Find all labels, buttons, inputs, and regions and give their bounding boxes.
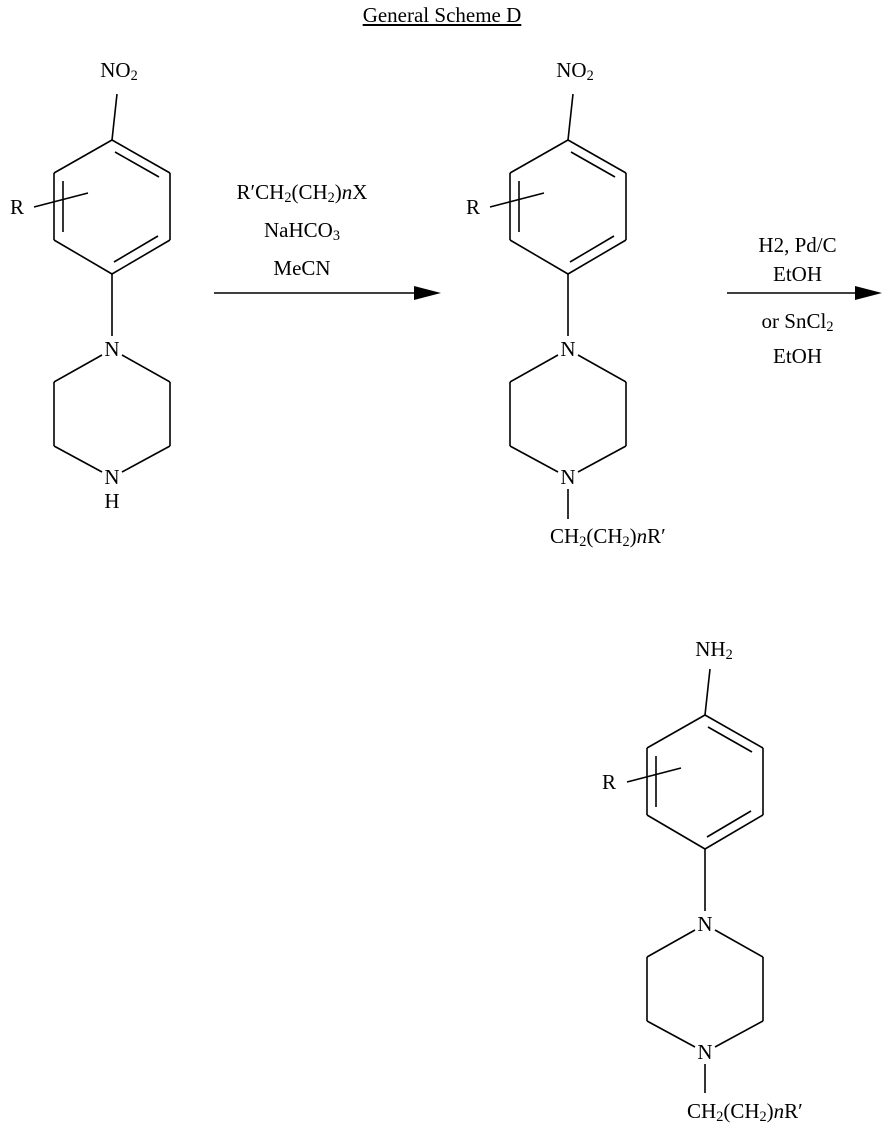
double-bond: [707, 726, 753, 753]
bond: [121, 445, 171, 473]
s1-nitro-group-label: NO2: [100, 58, 138, 85]
bond: [53, 354, 103, 383]
bond: [704, 814, 764, 850]
step2-reagents-below: or SnCl2 EtOH: [725, 307, 870, 371]
piperazine-ring: [646, 929, 764, 1048]
bond: [704, 714, 764, 749]
step2-reagent-line-4: EtOH: [773, 344, 822, 369]
scheme-title: General Scheme D: [362, 3, 522, 27]
double-bond: [113, 235, 159, 263]
s3-amine-group-label: NH2: [695, 637, 733, 664]
step1-reagents: R′CH2(CH2)nX NaHCO3 MeCN: [212, 176, 392, 284]
bond: [714, 1020, 764, 1048]
step2-reagents-above: H2, Pd/C EtOH: [725, 231, 870, 289]
step1-reagent-line-1: R′CH2(CH2)nX: [236, 180, 368, 207]
piperazine-ring: [53, 354, 171, 473]
bond: [53, 239, 113, 275]
s1-nh-hydrogen-label: H: [104, 489, 120, 513]
r-substituent-bond: [626, 767, 682, 783]
double-bond: [706, 810, 752, 838]
bond: [646, 714, 706, 749]
s3-nitrogen-top-label: N: [697, 912, 713, 936]
reaction-arrow-step1: [214, 286, 441, 300]
bond: [509, 139, 569, 174]
step1-reagent-line-2: NaHCO3: [264, 218, 340, 245]
s1-nitrogen-bottom-label: N: [104, 465, 120, 489]
bond: [646, 1020, 696, 1048]
step1-reagent-line-3: MeCN: [273, 256, 331, 281]
bond: [111, 239, 171, 275]
step2-reagent-line-1: H2, Pd/C: [758, 233, 837, 257]
bond: [577, 445, 627, 473]
bond: [509, 354, 559, 383]
bond: [646, 929, 696, 958]
s2-nitrogen-bottom-label: N: [560, 465, 576, 489]
bond: [509, 445, 559, 473]
nitro-bond: [111, 93, 118, 141]
benzene-ring: [646, 714, 764, 850]
double-bond: [114, 151, 160, 178]
s3-nitrogen-bottom-label: N: [697, 1040, 713, 1064]
s1-nitrogen-top-label: N: [104, 337, 120, 361]
bond: [111, 139, 171, 174]
arrowhead: [414, 286, 441, 300]
bond: [121, 354, 171, 383]
s3-alkyl-chain-label: CH2(CH2)nR′: [687, 1099, 803, 1126]
bond: [53, 139, 113, 174]
piperazine-ring: [509, 354, 627, 473]
benzene-ring: [509, 139, 627, 275]
bond: [567, 239, 627, 275]
bond: [509, 239, 569, 275]
s2-nitro-group-label: NO2: [556, 58, 594, 85]
step2-reagent-line-2: EtOH: [773, 262, 822, 286]
nitro-bond: [567, 93, 574, 141]
s3-r-label: R: [601, 770, 617, 794]
double-bond: [569, 235, 615, 263]
structure-aniline-piperazine: [626, 668, 764, 1093]
bond: [714, 929, 764, 958]
structure-alkylated-nitro-piperazine: [489, 93, 627, 519]
double-bond: [570, 151, 616, 178]
amine-bond: [704, 668, 711, 716]
bond: [646, 814, 706, 850]
bond: [567, 139, 627, 174]
s2-alkyl-chain-label: CH2(CH2)nR′: [550, 524, 666, 551]
benzene-ring: [53, 139, 171, 275]
reaction-arrow-step2: [727, 286, 882, 300]
r-substituent-bond: [489, 192, 545, 208]
r-substituent-bond: [33, 192, 89, 208]
step2-reagent-line-3: or SnCl2: [761, 309, 834, 336]
bond: [577, 354, 627, 383]
s2-r-label: R: [465, 195, 481, 219]
arrowhead: [855, 286, 882, 300]
bond: [53, 445, 103, 473]
s1-r-label: R: [9, 195, 25, 219]
s2-nitrogen-top-label: N: [560, 337, 576, 361]
structure-nitro-piperazine: [33, 93, 171, 473]
